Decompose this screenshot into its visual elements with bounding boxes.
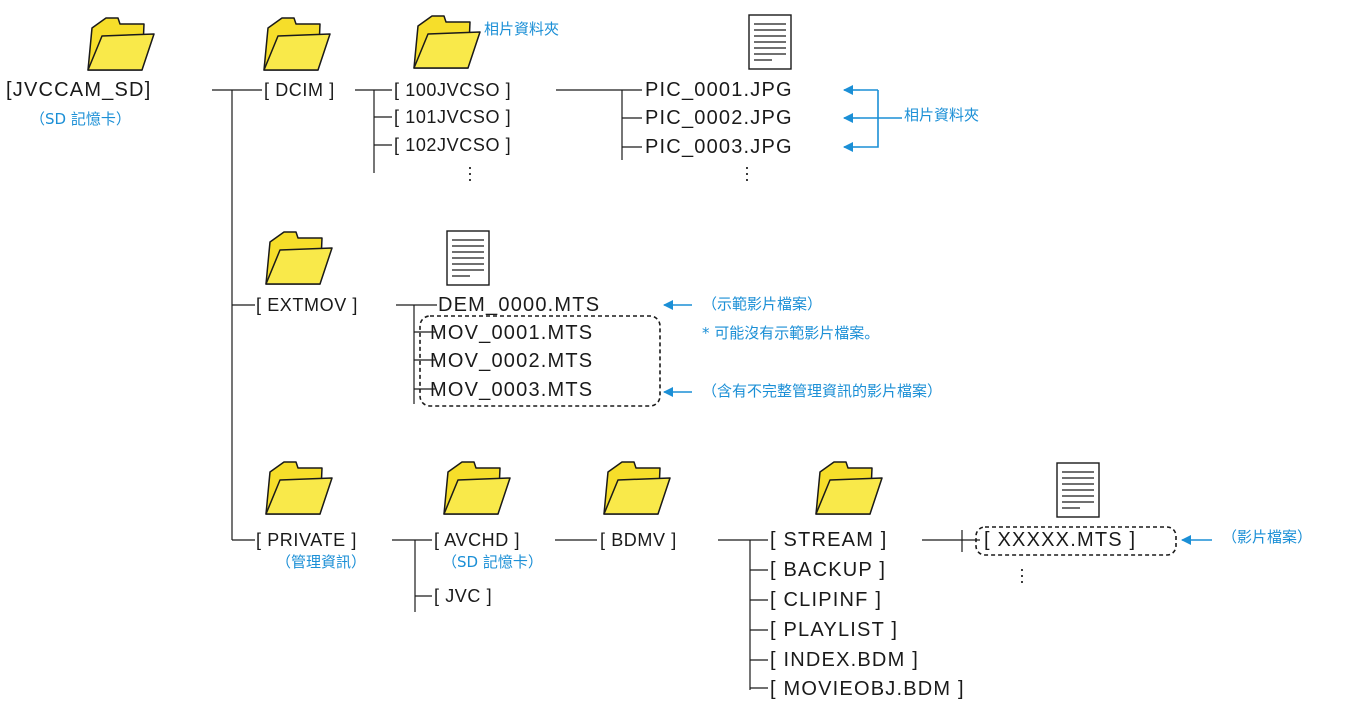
bdmv-folder-label: [ BDMV ] bbox=[600, 530, 677, 550]
folder-icon bbox=[87, 17, 155, 71]
incomplete-files-note: （含有不完整管理資訊的影片檔案） bbox=[702, 382, 943, 400]
folder-icon bbox=[263, 17, 331, 71]
subfolder-label: [ 102JVCSO ] bbox=[394, 135, 512, 155]
folder-icon bbox=[265, 231, 333, 285]
dcim-folder-label: [ DCIM ] bbox=[264, 80, 335, 100]
avchd-folder-note: （SD 記憶卡） bbox=[442, 553, 543, 571]
subfolder-label: [ 100JVCSO ] bbox=[394, 80, 512, 100]
bdmv-item-label: [ STREAM ] bbox=[770, 529, 888, 551]
root-note: （SD 記憶卡） bbox=[30, 110, 131, 128]
more-ellipsis: ··· bbox=[744, 157, 750, 189]
bdmv-item-label: [ INDEX.BDM ] bbox=[770, 649, 919, 671]
movie-file-label: MOV_0002.MTS bbox=[430, 350, 594, 372]
demo-file-label: DEM_0000.MTS bbox=[438, 294, 601, 316]
file-icon bbox=[748, 14, 792, 70]
stream-file-label: [ XXXXX.MTS ] bbox=[984, 529, 1137, 551]
folder-icon bbox=[815, 461, 883, 515]
demo-missing-text: 可能沒有示範影片檔案。 bbox=[714, 324, 880, 342]
bdmv-item-label: [ CLIPINF ] bbox=[770, 589, 883, 611]
folder-icon bbox=[265, 461, 333, 515]
more-ellipsis: ··· bbox=[467, 157, 473, 189]
more-ellipsis: ··· bbox=[1019, 559, 1025, 591]
photo-file-label: PIC_0003.JPG bbox=[645, 136, 793, 158]
movie-file-label: MOV_0003.MTS bbox=[430, 379, 594, 401]
asterisk: * bbox=[702, 324, 710, 342]
bdmv-item-label: [ BACKUP ] bbox=[770, 559, 887, 581]
photo-file-label: PIC_0001.JPG bbox=[645, 79, 793, 101]
demo-file-note: （示範影片檔案） bbox=[702, 295, 823, 313]
subfolder-label: [ 101JVCSO ] bbox=[394, 107, 512, 127]
photo-file-label: PIC_0002.JPG bbox=[645, 107, 793, 129]
private-folder-label: [ PRIVATE ] bbox=[256, 530, 357, 550]
folder-icon bbox=[443, 461, 511, 515]
private-folder-note: （管理資訊） bbox=[276, 553, 367, 571]
file-icon bbox=[446, 230, 490, 286]
extmov-folder-label: [ EXTMOV ] bbox=[256, 295, 359, 315]
avchd-folder-label: [ AVCHD ] bbox=[434, 530, 521, 550]
folder-icon bbox=[603, 461, 671, 515]
dcim-folder-note: 相片資料夾 bbox=[484, 20, 560, 38]
movie-file-label: MOV_0001.MTS bbox=[430, 322, 594, 344]
folder-icon bbox=[413, 15, 481, 69]
stream-file-note: （影片檔案） bbox=[1222, 528, 1313, 546]
file-icon bbox=[1056, 462, 1100, 518]
demo-missing-note: * 可能沒有示範影片檔案。 bbox=[702, 326, 879, 341]
root-folder-label: [JVCCAM_SD] bbox=[6, 79, 152, 101]
photo-files-note: 相片資料夾 bbox=[904, 106, 980, 124]
bdmv-item-label: [ MOVIEOBJ.BDM ] bbox=[770, 678, 965, 700]
bdmv-item-label: [ PLAYLIST ] bbox=[770, 619, 899, 641]
jvc-folder-label: [ JVC ] bbox=[434, 586, 493, 606]
